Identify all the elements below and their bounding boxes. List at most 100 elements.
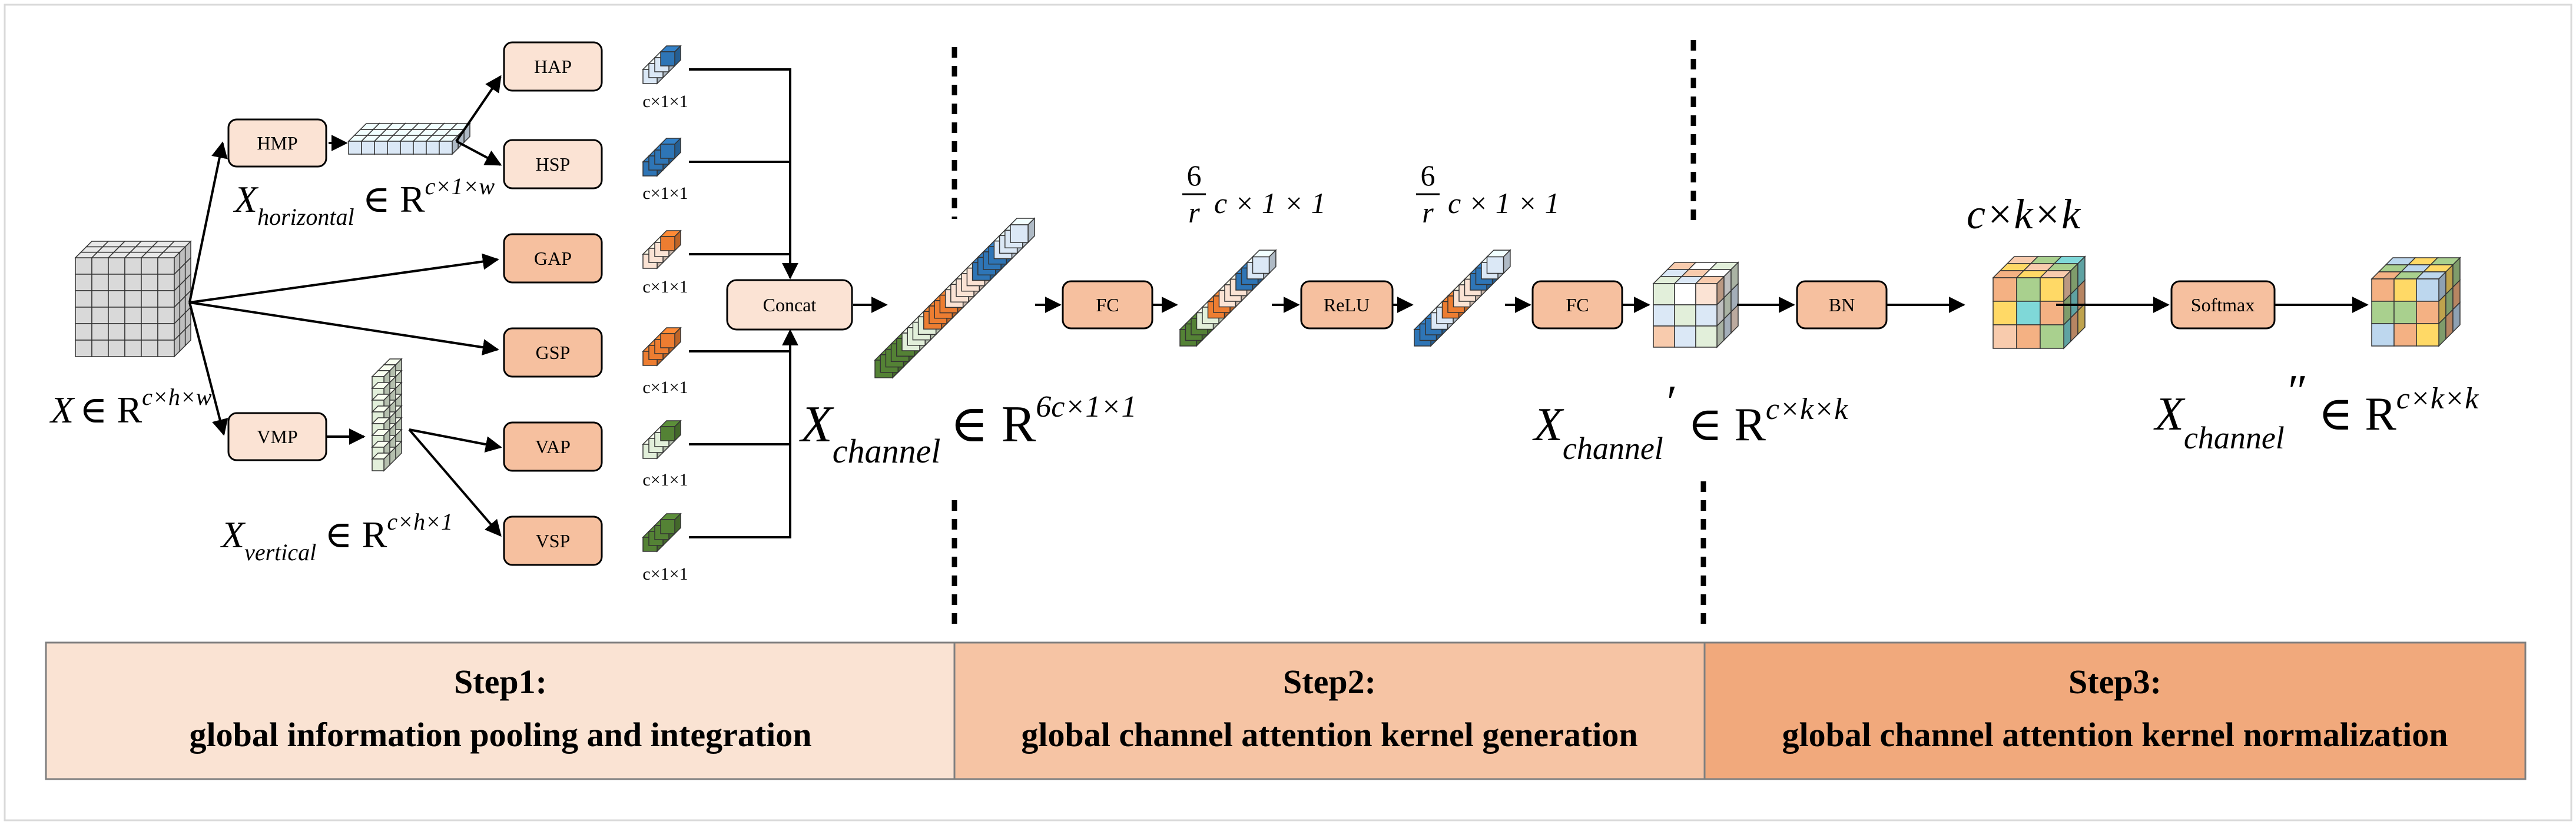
hslab-cell-front: [426, 141, 440, 155]
kernel-softmax-cell-front: [2416, 323, 2439, 347]
kernel-bn-cell-front: [2016, 277, 2041, 302]
fc1-node: [1062, 280, 1153, 330]
vap-label: VAP: [535, 436, 571, 457]
input-front-cell: [75, 257, 92, 275]
svg-text:r: r: [1188, 196, 1200, 229]
kernel-softmax-cell-front: [2371, 323, 2395, 347]
input-front-cell: [91, 290, 109, 308]
relu-output-vector: [1413, 249, 1511, 347]
hap-label: HAP: [534, 56, 572, 77]
pooled-dim-label-gap: c×1×1: [642, 277, 688, 297]
kernel-raw-cell-front: [1674, 325, 1696, 348]
vertical-pooled-slab: [371, 358, 403, 472]
vmp-node: [227, 412, 327, 461]
pooled-dim-label-hap: c×1×1: [642, 92, 688, 111]
input-front-cell: [91, 323, 109, 341]
input-front-cell: [157, 274, 175, 291]
svg-text:c × 1 × 1: c × 1 × 1: [1448, 187, 1560, 219]
hslab-cell-front: [374, 141, 388, 155]
kernel-raw-cell-front: [1674, 304, 1696, 327]
arrow-hslab-to-hap: [455, 75, 502, 142]
arrow-input-to-vmp: [188, 302, 228, 436]
hslab-cell-front: [387, 141, 401, 155]
channel-dprime-label: Xchannel″∈ Rc×k×k: [2153, 366, 2479, 455]
step2-desc: global channel attention kernel generati…: [1021, 716, 1637, 754]
input-front-cell: [124, 307, 142, 324]
arrow-input-to-hmp: [188, 141, 228, 303]
pooled-vec-3-front: [660, 333, 675, 348]
hslab-cell-front: [361, 141, 375, 155]
relu-dim-label: 6 r c × 1 × 1: [1416, 159, 1560, 229]
fc1-dim-label: 6 r c × 1 × 1: [1182, 159, 1326, 229]
kernel-bn-cell-front: [2016, 301, 2041, 325]
pooled-dim-label-vsp: c×1×1: [642, 564, 688, 584]
svg-text:6: 6: [1187, 159, 1202, 192]
input-front-cell: [124, 340, 142, 357]
step3-box: [1703, 641, 2527, 780]
input-front-cell: [141, 257, 158, 275]
kernel-dim-label: c×k×k: [1967, 191, 2081, 238]
gap-node: [503, 233, 603, 284]
relu-node: [1300, 280, 1394, 330]
input-front-cell: [75, 340, 92, 357]
input-front-cell: [124, 323, 142, 341]
step1-desc: global information pooling and integrati…: [189, 716, 811, 754]
hmp-node: [227, 118, 327, 168]
bn-node: [1796, 280, 1888, 330]
channel-prime-label: Xchannel′∈ Rc×k×k: [1532, 377, 1848, 466]
input-front-cell: [157, 290, 175, 308]
input-front-cell: [124, 290, 142, 308]
input-front-cell: [75, 290, 92, 308]
concat-merge-lines: [689, 68, 798, 538]
arrow-hslab-to-hsp: [456, 140, 502, 166]
kernel-bn-cell-front: [2016, 324, 2041, 349]
step1-box: [45, 641, 956, 780]
input-front-cell: [75, 307, 92, 324]
pooled-dim-label-vap: c×1×1: [642, 470, 688, 490]
hslab-cell-front: [400, 141, 414, 155]
input-front-cell: [141, 290, 158, 308]
vsp-node: [503, 515, 603, 566]
kernel-softmax-cell-front: [2371, 301, 2395, 324]
channel-vector-6c: [874, 217, 1036, 379]
pooled-dim-label-hsp: c×1×1: [642, 184, 688, 203]
step3-desc: global channel attention kernel normaliz…: [1782, 716, 2448, 754]
kernel-softmax-cell-front: [2393, 301, 2417, 324]
fc2-label: FC: [1566, 294, 1589, 315]
hap-node: [503, 41, 603, 92]
kernel-bn-cell-front: [1992, 301, 2017, 325]
input-label: X∈ Rc×h×w: [49, 384, 212, 431]
fc2-node: [1531, 280, 1623, 330]
concat-node: [726, 279, 853, 331]
input-front-cell: [108, 323, 125, 341]
input-front-cell: [108, 290, 125, 308]
kernel-raw-cell-front: [1653, 283, 1675, 305]
kernel-bn-cell-front: [2040, 277, 2064, 302]
horizontal-pooled-slab: [347, 122, 471, 155]
kernel-raw-cell-front: [1674, 283, 1696, 305]
arrow-input-to-gap: [189, 253, 499, 304]
svg-text:c × 1 × 1: c × 1 × 1: [1214, 187, 1326, 219]
input-front-cell: [75, 323, 92, 341]
input-side-cell: [184, 322, 191, 347]
step-bar: Step1: global information pooling and in…: [45, 641, 2527, 780]
pooled-vectors: [642, 45, 682, 553]
math-labels: X∈ Rc×h×w Xhorizontal∈ Rc×1×w Xvertical∈…: [49, 92, 2479, 584]
kernel-raw-cell-front: [1695, 325, 1718, 348]
vertical-label: Xvertical∈ Rc×h×1: [220, 508, 453, 565]
input-front-cell: [91, 274, 109, 291]
horizontal-label: Xhorizontal∈ Rc×1×w: [233, 173, 495, 230]
input-front-cell: [157, 307, 175, 324]
gsp-label: GSP: [536, 342, 571, 363]
input-front-cell: [91, 307, 109, 324]
pooled-vec-4-front: [660, 426, 675, 441]
input-front-cell: [75, 274, 92, 291]
input-feature-cube: [74, 240, 192, 358]
kernel-bn-cell-front: [1992, 324, 2017, 349]
arrow-vslab-to-vsp: [408, 428, 502, 537]
input-front-cell: [157, 257, 175, 275]
vsp-label: VSP: [536, 530, 571, 551]
gsp-node: [503, 327, 603, 378]
input-front-cell: [141, 340, 158, 357]
